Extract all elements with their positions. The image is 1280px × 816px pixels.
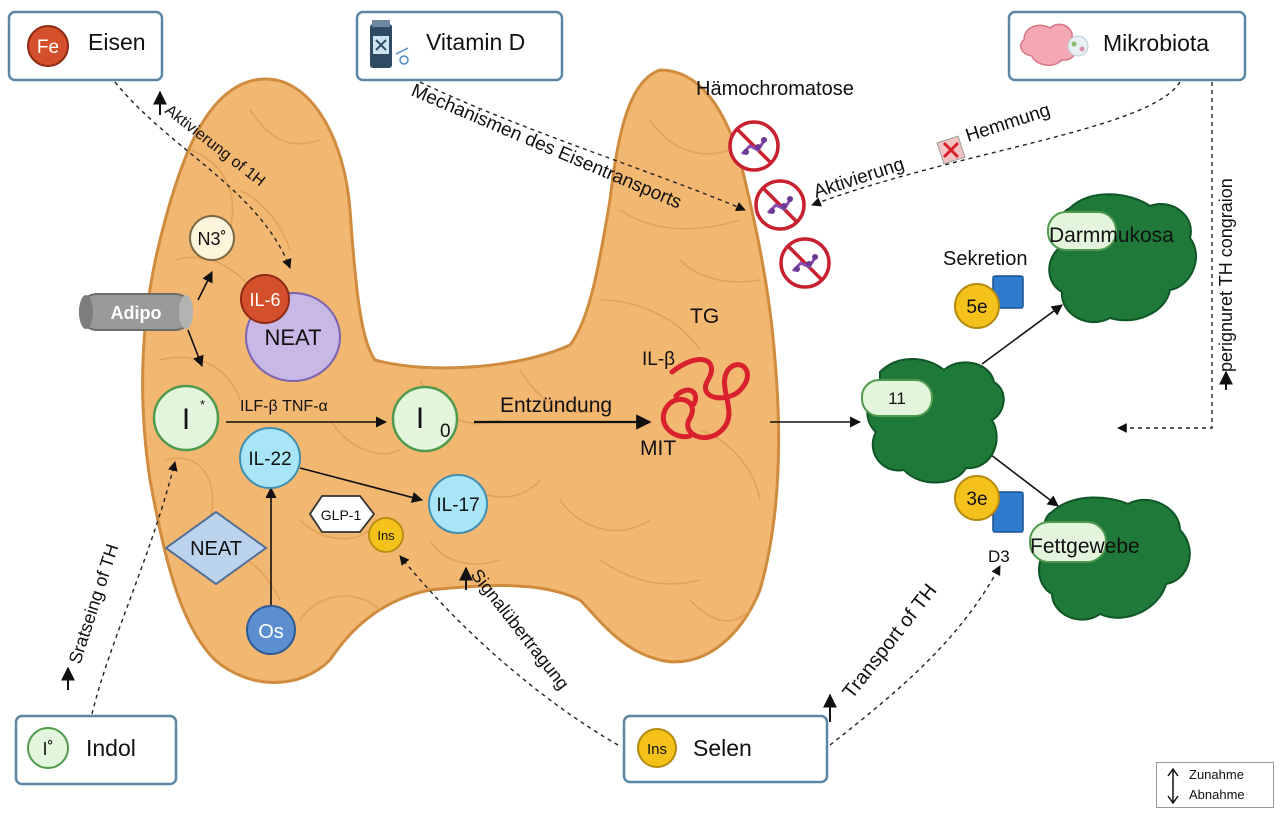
mikrobiota-label: Mikrobiota xyxy=(1103,30,1209,56)
ins-small-label: Ins xyxy=(377,528,395,543)
i-star-sup: * xyxy=(200,397,205,412)
selen-to-ins-connector xyxy=(399,555,619,746)
node-5e xyxy=(954,283,1000,329)
selen-icon xyxy=(637,728,677,768)
il22-to-il17-arrow xyxy=(299,467,424,503)
il-beta-label: IL-β xyxy=(642,349,675,370)
il22-node xyxy=(239,427,301,489)
no-iron-icon xyxy=(754,179,806,231)
il22-label: IL-22 xyxy=(248,449,291,470)
d3-label: D3 xyxy=(988,547,1010,566)
fettgewebe-label: Fettgewebe xyxy=(1030,535,1140,558)
darmmukosa-pill xyxy=(1047,211,1117,251)
vitamin-bottle-icon xyxy=(370,20,409,68)
right-edge-connector xyxy=(1117,82,1213,433)
node-11-label: 11 xyxy=(888,389,906,408)
n3-label: N3˚ xyxy=(197,229,226,249)
solid-connectors xyxy=(187,270,1063,605)
glp1-label: GLP-1 xyxy=(321,507,362,523)
vitamin-d-connector xyxy=(419,81,746,212)
os-label: Os xyxy=(258,621,284,643)
no-iron-icon xyxy=(779,237,831,289)
eisen-to-il6-connector xyxy=(114,81,292,269)
n3-node xyxy=(189,215,235,261)
vitamin-d-label: Vitamin D xyxy=(426,29,525,55)
no-iron-icon xyxy=(728,120,780,172)
ins-small-node xyxy=(368,517,404,553)
i-star-label: I xyxy=(182,403,190,436)
gland-body xyxy=(141,68,781,684)
sratseing-label: Sratseing of TH xyxy=(65,541,123,666)
indol-connector xyxy=(91,461,178,715)
glp1-hexagon xyxy=(308,495,376,533)
selen-box xyxy=(622,714,829,784)
haemochromatose-label: Hämochromatose xyxy=(696,78,854,100)
legend: Zunahme Abnahme xyxy=(1156,762,1274,808)
ilf-tnf-label: ILF-β TNF-α xyxy=(240,398,328,415)
to-darmmukosa-arrow xyxy=(981,304,1063,365)
node-5e-label: 5e xyxy=(966,297,987,318)
vitamin-d-box xyxy=(355,10,564,82)
no-iron-icons xyxy=(728,120,831,289)
node-11-pill xyxy=(861,379,933,417)
perignuret-label: perignuret TH congraion xyxy=(1216,178,1236,372)
transport-th-label: Transport of TH xyxy=(839,580,942,703)
il6-label: IL-6 xyxy=(249,290,280,310)
i0-sub: 0 xyxy=(440,421,451,442)
legend-increase: Zunahme xyxy=(1189,767,1244,782)
neat-diamond-label: NEAT xyxy=(190,538,242,560)
indol-label: Indol xyxy=(86,735,136,761)
os-node xyxy=(246,605,296,655)
il17-node xyxy=(428,474,488,534)
indol-icon xyxy=(27,727,69,769)
eisen-label: Eisen xyxy=(88,29,146,55)
adipo-to-n3-arrow xyxy=(197,270,213,301)
selen-to-d3-connector xyxy=(829,565,1001,746)
dashed-connectors xyxy=(91,81,1213,746)
thyroid-gland xyxy=(141,68,781,684)
adipo-label: Adipo xyxy=(111,303,162,323)
tg-label: TG xyxy=(690,305,719,328)
mit-label: MIT xyxy=(640,437,676,460)
node-3e-label: 3e xyxy=(966,489,987,510)
fettgewebe-pill xyxy=(1029,521,1107,563)
tissue-center xyxy=(866,357,1005,484)
selen-icon-text: Ins xyxy=(647,741,667,758)
i0-label: I xyxy=(416,402,424,435)
neat-diamond xyxy=(164,510,268,586)
to-fettgewebe-arrow xyxy=(981,447,1059,507)
microbiota-icon xyxy=(1019,23,1089,66)
i-star-node xyxy=(152,384,220,452)
trend-markers xyxy=(61,90,1233,722)
i0-node xyxy=(391,385,459,453)
adipo-to-i-arrow xyxy=(187,329,204,368)
entzuendung-label: Entzündung xyxy=(500,394,612,417)
il6-node xyxy=(240,274,290,324)
hemmung-icon xyxy=(936,135,966,165)
selen-label: Selen xyxy=(693,735,752,761)
neat-top-label: NEAT xyxy=(264,325,321,350)
il17-label: IL-17 xyxy=(436,495,479,516)
legend-updown-icon xyxy=(1167,767,1179,805)
node-3e xyxy=(954,475,1000,521)
legend-decrease: Abnahme xyxy=(1189,787,1245,802)
sekretion-label: Sekretion xyxy=(943,248,1028,270)
iron-icon-text: Fe xyxy=(37,37,59,58)
darmmukosa-label: Darmmukosa xyxy=(1049,224,1174,247)
adipo-capsule xyxy=(79,293,193,331)
hemmung-label: Hemmung xyxy=(963,100,1053,147)
iron-icon xyxy=(27,25,69,67)
mikrobiota-connector xyxy=(811,81,1181,207)
tg-squiggle-icon xyxy=(661,357,750,441)
indol-icon-text: I˚ xyxy=(43,739,54,759)
aktivierung-label: Aktivierung xyxy=(811,154,907,203)
